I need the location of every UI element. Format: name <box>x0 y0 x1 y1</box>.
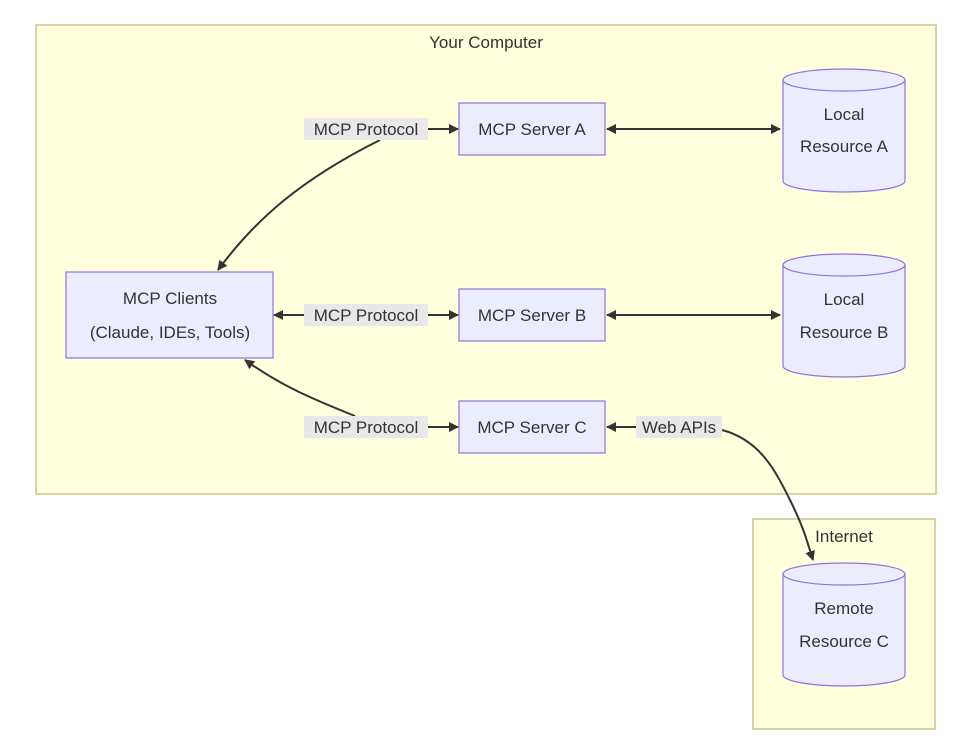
node-mcp-server-b-label: MCP Server B <box>478 306 586 325</box>
node-local-resource-a[interactable]: Local Resource A <box>782 68 906 193</box>
node-mcp-server-b[interactable]: MCP Server B <box>458 288 606 342</box>
edge-label-text: MCP Protocol <box>314 120 419 139</box>
node-mcp-clients-line2: (Claude, IDEs, Tools) <box>90 323 250 342</box>
edge-label-text: MCP Protocol <box>314 418 419 437</box>
node-mcp-server-a-label: MCP Server A <box>478 120 586 139</box>
edge-client-server-c <box>244 359 356 417</box>
node-local-resource-b[interactable]: Local Resource B <box>782 253 906 378</box>
edge-client-server-a <box>217 139 381 271</box>
edge-label-client-server-c: MCP Protocol <box>304 416 428 438</box>
edge-label-client-server-a: MCP Protocol <box>304 118 428 140</box>
edge-web-apis-resource-c <box>721 429 815 561</box>
cluster-your-computer-title: Your Computer <box>429 33 543 52</box>
node-mcp-clients[interactable]: MCP Clients (Claude, IDEs, Tools) <box>65 271 274 359</box>
edge-label-client-server-b: MCP Protocol <box>304 304 428 326</box>
node-local-resource-a-line2: Resource A <box>800 137 889 156</box>
node-remote-resource-c-line1: Remote <box>814 599 874 618</box>
node-mcp-server-a[interactable]: MCP Server A <box>458 102 606 156</box>
node-mcp-server-c-label: MCP Server C <box>477 418 586 437</box>
node-local-resource-b-line2: Resource B <box>800 323 889 342</box>
node-local-resource-b-line1: Local <box>824 290 865 309</box>
node-remote-resource-c[interactable]: Remote Resource C <box>782 562 906 687</box>
cluster-internet-title: Internet <box>815 527 873 546</box>
node-mcp-server-c[interactable]: MCP Server C <box>458 400 606 454</box>
node-remote-resource-c-line2: Resource C <box>799 632 889 651</box>
edge-label-text: Web APIs <box>642 418 716 437</box>
edges <box>217 124 815 561</box>
node-mcp-clients-line1: MCP Clients <box>123 289 217 308</box>
node-local-resource-a-line1: Local <box>824 105 865 124</box>
edge-label-text: MCP Protocol <box>314 306 419 325</box>
edge-label-server-c-resource-c: Web APIs <box>636 416 722 438</box>
